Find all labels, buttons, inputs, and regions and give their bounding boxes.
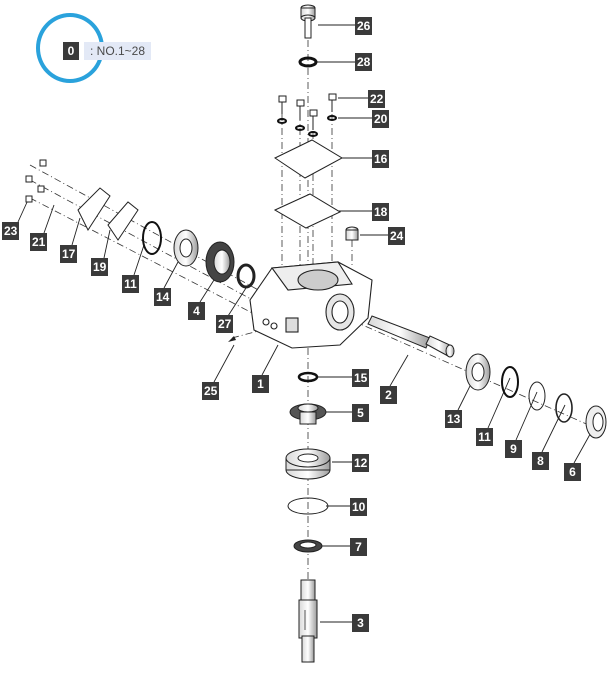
callout-13[interactable]: 13 — [445, 410, 463, 428]
oil-seal-left — [236, 263, 256, 289]
callout-22[interactable]: 22 — [368, 90, 386, 108]
shim-10 — [287, 497, 329, 515]
bevel-gear-left — [205, 241, 235, 283]
callout-24[interactable]: 24 — [388, 227, 406, 245]
circlip-left — [142, 221, 162, 255]
all-parts-label: : NO.1~28 — [84, 42, 152, 60]
all-parts-button[interactable]: 0 — [63, 42, 79, 60]
callout-28[interactable]: 28 — [355, 53, 373, 71]
callout-1[interactable]: 1 — [252, 375, 269, 393]
callout-9[interactable]: 9 — [505, 440, 522, 458]
callout-15[interactable]: 15 — [352, 369, 370, 387]
pin-25 — [228, 336, 236, 342]
callout-10[interactable]: 10 — [350, 498, 368, 516]
callout-19[interactable]: 19 — [91, 258, 109, 276]
cover-gasket — [273, 193, 342, 229]
callout-11a[interactable]: 11 — [122, 275, 139, 293]
callout-26[interactable]: 26 — [355, 17, 373, 35]
bearing-left — [173, 229, 199, 267]
bevel-gear-lower — [289, 403, 327, 425]
bearing-lower — [285, 448, 331, 480]
output-shaft — [298, 579, 318, 663]
top-cover-plate — [273, 139, 344, 179]
shim-9 — [528, 381, 546, 411]
shim-8 — [555, 393, 573, 423]
spring-washers — [277, 115, 337, 137]
callout-14[interactable]: 14 — [154, 288, 172, 306]
breather-plug — [300, 4, 316, 39]
o-ring-15 — [297, 371, 319, 383]
callout-16[interactable]: 16 — [372, 150, 390, 168]
callout-20[interactable]: 20 — [372, 110, 390, 128]
callout-23[interactable]: 23 — [2, 222, 20, 240]
oil-seal-right — [585, 405, 607, 439]
callout-21[interactable]: 21 — [30, 233, 48, 251]
drain-plug — [345, 226, 359, 241]
circlip-right — [501, 366, 519, 398]
side-cover — [77, 187, 111, 232]
callout-3[interactable]: 3 — [352, 614, 369, 632]
cover-bolts — [278, 93, 337, 130]
side-gasket — [107, 201, 139, 241]
callout-6[interactable]: 6 — [564, 463, 581, 481]
callout-7[interactable]: 7 — [350, 538, 367, 556]
side-bolts — [25, 159, 47, 203]
callout-18[interactable]: 18 — [372, 203, 390, 221]
callout-2[interactable]: 2 — [380, 386, 397, 404]
callout-25[interactable]: 25 — [202, 382, 220, 400]
callout-17[interactable]: 17 — [60, 245, 78, 263]
callout-11b[interactable]: 11 — [476, 428, 493, 446]
o-ring-28 — [298, 56, 318, 68]
callout-4[interactable]: 4 — [188, 302, 205, 320]
callout-27[interactable]: 27 — [216, 315, 234, 333]
callout-8[interactable]: 8 — [532, 452, 549, 470]
gearbox-housing — [249, 261, 373, 349]
oil-seal-lower — [293, 539, 323, 553]
bearing-right — [465, 353, 491, 391]
leader-lines — [17, 24, 599, 623]
callout-12[interactable]: 12 — [352, 454, 370, 472]
input-shaft — [367, 315, 455, 358]
callout-5[interactable]: 5 — [352, 404, 369, 422]
